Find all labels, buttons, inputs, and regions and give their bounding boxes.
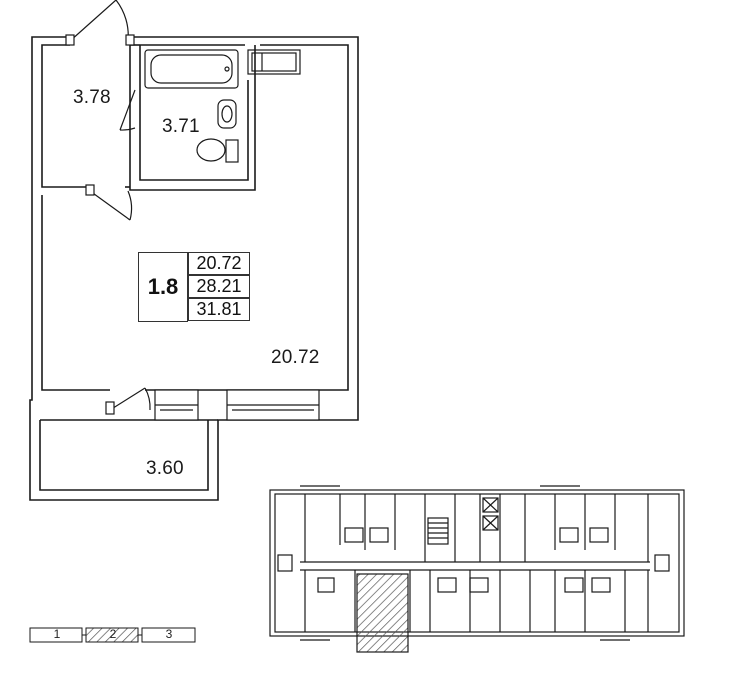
apartment-type: 1.8 (138, 252, 188, 322)
room-area-hallway: 3.78 (73, 87, 111, 108)
living-area-value: 20.72 (188, 252, 250, 275)
room-area-living: 20.72 (271, 347, 320, 368)
total-with-balcony-value: 31.81 (188, 298, 250, 321)
window-icon (154, 389, 320, 421)
washing-machine-icon (247, 49, 301, 75)
section-1-button[interactable]: 1 (53, 627, 61, 641)
bathtub-icon (144, 49, 239, 89)
section-3-button[interactable]: 3 (165, 627, 173, 641)
balcony-door-icon (105, 387, 151, 415)
section-2-button[interactable]: 2 (109, 627, 117, 641)
sink-icon (217, 99, 237, 129)
room-door-icon (85, 184, 133, 221)
room-area-bathroom: 3.71 (162, 116, 200, 137)
section-switcher-labels: 1 2 3 (30, 626, 196, 642)
building-key-plan (269, 485, 685, 641)
entrance-door-icon (65, 0, 135, 46)
total-area-value: 28.21 (188, 275, 250, 298)
section-switcher (29, 627, 196, 643)
toilet-icon (196, 138, 239, 163)
selected-apartment-highlight[interactable] (356, 573, 409, 653)
bathroom-door-icon (119, 89, 136, 131)
room-area-balcony: 3.60 (146, 458, 184, 479)
